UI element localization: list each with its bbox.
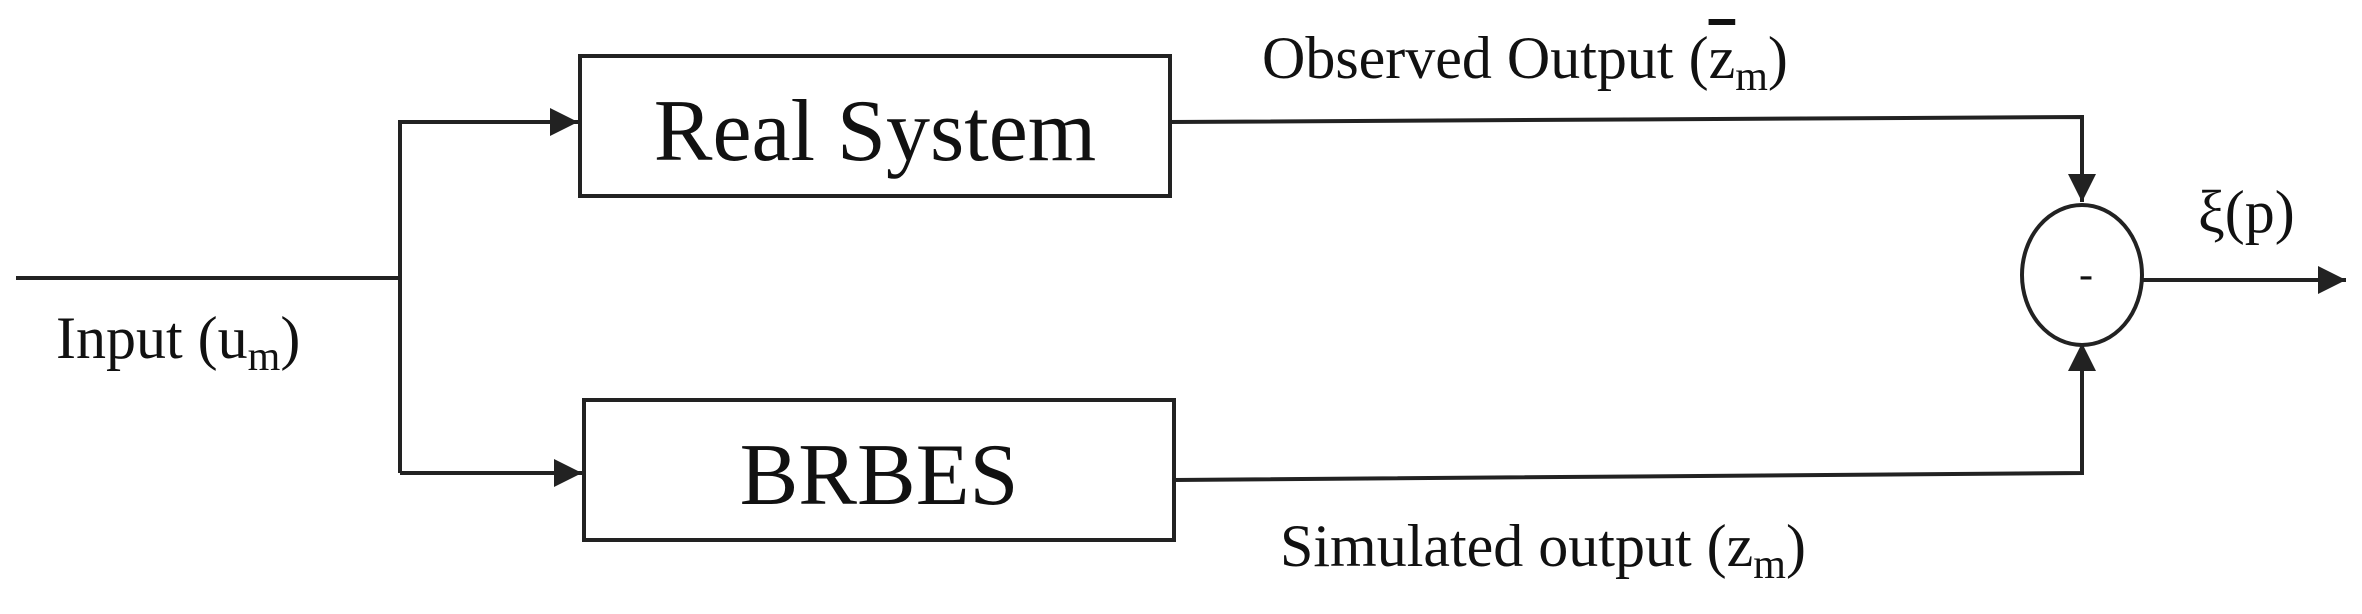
brbes-block <box>582 398 1176 542</box>
simulated-output-label: Simulated output (zm) <box>1280 513 1806 588</box>
observed-output-label: Observed Output (zm) <box>1262 25 1788 100</box>
real-system-label: Real System <box>654 83 1096 180</box>
comparator-sign: - <box>2079 252 2093 298</box>
real-system-block <box>578 54 1172 198</box>
error-label: ξ(p) <box>2198 179 2295 245</box>
comparator-circle <box>2020 203 2144 347</box>
simulated-output-line <box>1173 343 2096 482</box>
input-label: Input (um) <box>56 305 300 380</box>
brbes-label: BRBES <box>740 427 1019 524</box>
observed-output-line <box>1169 114 2096 202</box>
observed-var-z: z <box>1709 25 1736 91</box>
